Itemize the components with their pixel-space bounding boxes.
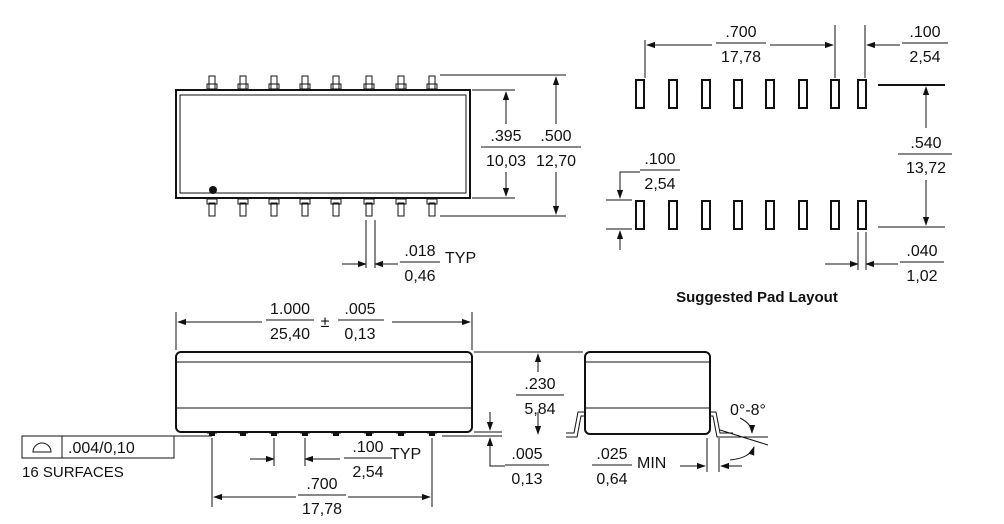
length-inch: 1.000 bbox=[270, 301, 310, 318]
pad-upper bbox=[857, 79, 867, 109]
pad-lower bbox=[733, 200, 743, 230]
foot-length-mm: 0,64 bbox=[596, 471, 627, 488]
top-lead-upper bbox=[239, 75, 247, 91]
top-lead-upper bbox=[301, 75, 309, 91]
end-view-lead-left bbox=[566, 411, 585, 438]
pad-row-lower bbox=[635, 200, 867, 230]
top-view-lower-leads bbox=[206, 198, 438, 217]
surface-profile-icon bbox=[32, 442, 52, 453]
side-view-body bbox=[175, 351, 473, 433]
top-lead-upper bbox=[397, 75, 405, 91]
length-plus-minus: ± bbox=[321, 314, 330, 331]
lead-span-mm: 17,78 bbox=[302, 501, 342, 518]
pad-lower bbox=[798, 200, 808, 230]
top-lead-upper bbox=[428, 75, 436, 91]
pad-lower bbox=[635, 200, 645, 230]
lead-angle-label: 0°-8° bbox=[730, 402, 766, 419]
top-lead-upper bbox=[270, 75, 278, 91]
pad-lower bbox=[701, 200, 711, 230]
height-inch: .230 bbox=[524, 376, 555, 393]
pad-upper bbox=[798, 79, 808, 109]
top-lead-lower bbox=[270, 202, 278, 217]
row-spacing-inch: .540 bbox=[910, 135, 941, 152]
pad-length-inch: .100 bbox=[644, 151, 675, 168]
pad-width-inch: .040 bbox=[906, 243, 937, 260]
side-view: 1.000 25,40 ± .005 0,13 .004/0,10 16 SUR… bbox=[21, 301, 549, 518]
top-view-body bbox=[175, 89, 471, 199]
top-view-body-inner bbox=[179, 94, 467, 194]
height-mm: 5,84 bbox=[524, 401, 555, 418]
coplanarity-callout: .004/0,10 16 SURFACES bbox=[21, 435, 212, 481]
top-lead-lower bbox=[397, 202, 405, 217]
top-lead-upper bbox=[208, 75, 216, 91]
end-view-body bbox=[584, 351, 711, 435]
top-lead-lower bbox=[239, 202, 247, 217]
top-lead-lower bbox=[208, 202, 216, 217]
lead-width-inch: .018 bbox=[404, 243, 435, 260]
pad-upper bbox=[668, 79, 678, 109]
pad-upper bbox=[830, 79, 840, 109]
pad-length-leader bbox=[616, 171, 640, 199]
lead-pitch-inch: .100 bbox=[352, 439, 383, 456]
top-lead-lower bbox=[428, 202, 436, 217]
pad-lower bbox=[830, 200, 840, 230]
row-spacing-mm: 13,72 bbox=[906, 160, 946, 177]
top-lead-lower bbox=[301, 202, 309, 217]
lead-width-typ: TYP bbox=[445, 250, 476, 267]
coplanarity-value: .004/0,10 bbox=[68, 440, 135, 457]
lead-pitch-mm: 2,54 bbox=[352, 464, 383, 481]
top-lead-lower bbox=[332, 202, 340, 217]
pad-pitch-inch: .100 bbox=[909, 24, 940, 41]
inner-width-inch: .395 bbox=[490, 128, 521, 145]
pad-lower bbox=[668, 200, 678, 230]
pin1-marker-dot bbox=[209, 186, 217, 194]
pad-length-mm: 2,54 bbox=[644, 176, 675, 193]
top-lead-lower bbox=[365, 202, 373, 217]
outer-width-mm: 12,70 bbox=[536, 153, 576, 170]
pad-upper bbox=[635, 79, 645, 109]
pad-width-mm: 1,02 bbox=[906, 268, 937, 285]
pad-upper bbox=[733, 79, 743, 109]
foot-length-min: MIN bbox=[637, 455, 666, 472]
length-tol-mm: 0,13 bbox=[344, 326, 375, 343]
pad-row-upper bbox=[635, 79, 867, 109]
pad-lower bbox=[765, 200, 775, 230]
outer-width-inch: .500 bbox=[540, 128, 571, 145]
pad-upper bbox=[765, 79, 775, 109]
lead-span-inch: .700 bbox=[306, 476, 337, 493]
coplanarity-note: 16 SURFACES bbox=[22, 464, 124, 481]
inner-width-mm: 10,03 bbox=[486, 153, 526, 170]
end-view: .230 5,84 .025 0,64 MIN 0°-8° bbox=[474, 351, 769, 488]
suggested-pad-layout: .700 17,78 .100 2,54 .540 13,72 .100 2,5… bbox=[606, 24, 952, 306]
standoff-mm: 0,13 bbox=[511, 471, 542, 488]
pad-lower bbox=[857, 200, 867, 230]
standoff-leader bbox=[486, 437, 505, 467]
top-lead-upper bbox=[365, 75, 373, 91]
length-tol-inch: .005 bbox=[344, 301, 375, 318]
pad-span-mm: 17,78 bbox=[721, 49, 761, 66]
pad-pitch-mm: 2,54 bbox=[909, 49, 940, 66]
pad-upper bbox=[701, 79, 711, 109]
pad-span-inch: .700 bbox=[725, 24, 756, 41]
lead-width-mm: 0,46 bbox=[404, 268, 435, 285]
lead-pitch-typ: TYP bbox=[390, 446, 421, 463]
lead-angle-arc-upper bbox=[739, 417, 756, 434]
top-lead-upper bbox=[332, 75, 340, 91]
top-view: .395 10,03 .500 12,70 .018 0,46 TYP bbox=[175, 74, 581, 285]
length-mm: 25,40 bbox=[270, 326, 310, 343]
lead-angle-arc-lower bbox=[729, 446, 755, 461]
standoff-inch: .005 bbox=[511, 446, 542, 463]
pad-layout-caption: Suggested Pad Layout bbox=[676, 289, 838, 306]
top-view-upper-leads bbox=[206, 75, 438, 91]
foot-length-inch: .025 bbox=[596, 446, 627, 463]
